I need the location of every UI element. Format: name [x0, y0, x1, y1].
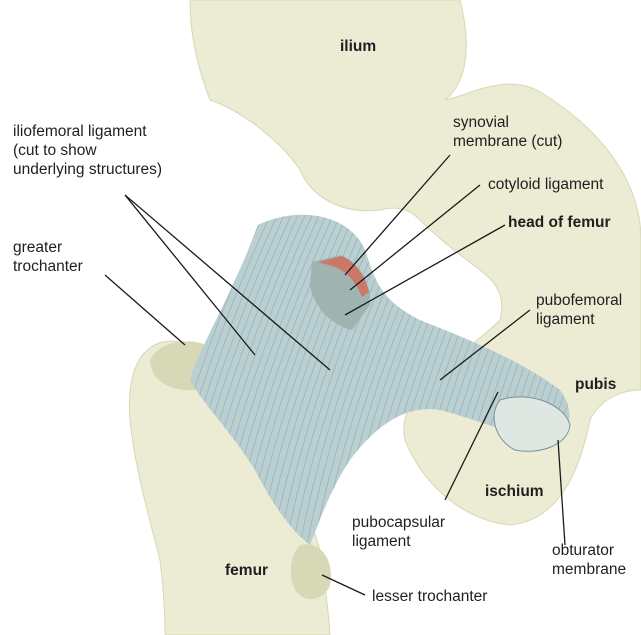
label-pubis: pubis [575, 375, 616, 394]
label-iliofemoral-ligament: iliofemoral ligament (cut to show underl… [13, 122, 162, 179]
leader-line [125, 195, 255, 355]
lesser-trochanter-shape [291, 544, 331, 599]
label-pubocapsular-ligament: pubocapsular ligament [352, 513, 445, 551]
label-cotyloid-ligament: cotyloid ligament [488, 175, 603, 194]
label-obturator-membrane: obturator membrane [552, 541, 626, 579]
label-synovial-membrane: synovial membrane (cut) [453, 113, 562, 151]
label-femur: femur [225, 561, 268, 580]
label-head-of-femur: head of femur [508, 213, 610, 232]
label-ischium: ischium [485, 482, 544, 501]
label-greater-trochanter: greater trochanter [13, 238, 83, 276]
label-ilium: ilium [340, 37, 376, 56]
label-pubofemoral-ligament: pubofemoral ligament [536, 291, 622, 329]
leader-line [105, 275, 185, 345]
label-lesser-trochanter: lesser trochanter [372, 587, 487, 606]
